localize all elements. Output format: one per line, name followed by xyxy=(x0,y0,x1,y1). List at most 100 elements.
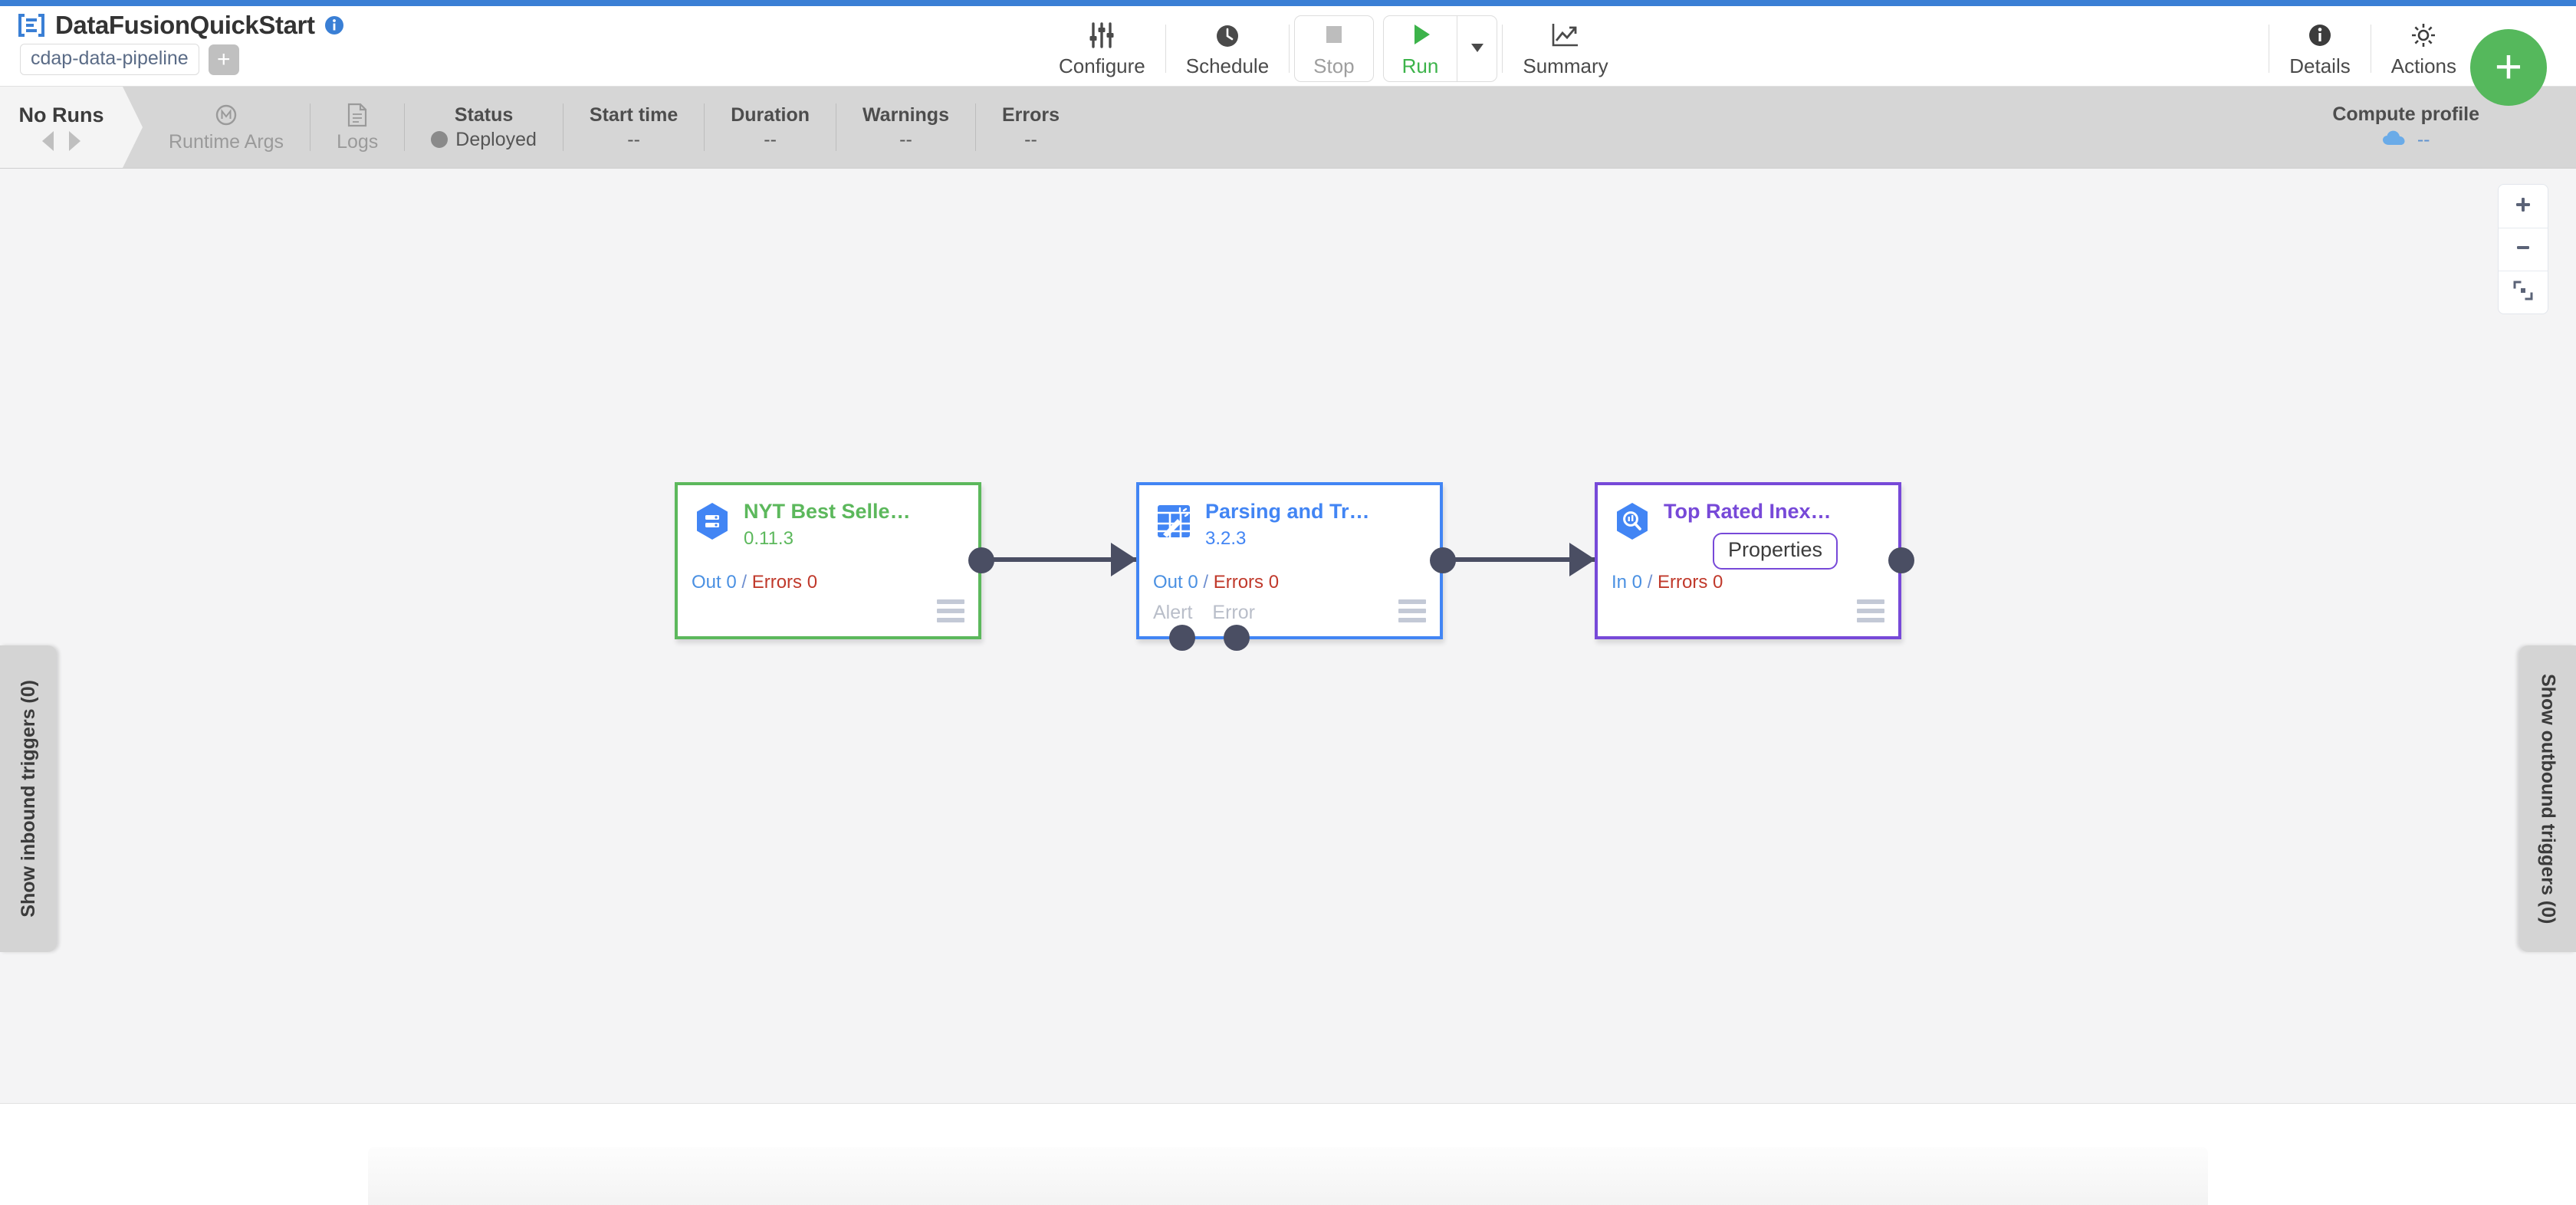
runtime-args-icon xyxy=(213,101,239,129)
status-dot-icon xyxy=(431,131,449,148)
runtime-args-button[interactable]: Runtime Args xyxy=(143,87,310,168)
add-node-fab[interactable]: + xyxy=(2470,29,2547,106)
run-dropdown-button[interactable] xyxy=(1457,16,1497,81)
info-circle-icon xyxy=(2305,19,2334,50)
node-output-endpoint[interactable] xyxy=(1430,547,1456,573)
pipeline-node-parsing-and-transform[interactable]: Parsing and Tr… 3.2.3 Out 0 / Errors 0 A… xyxy=(1136,482,1456,651)
node-port-labels: Alert Error xyxy=(1153,602,1255,624)
runtime-args-label: Runtime Args xyxy=(169,131,284,153)
page-title: DataFusionQuickStart xyxy=(55,11,315,39)
node-output-endpoint[interactable] xyxy=(1888,547,1914,573)
status-metric-duration: Duration -- xyxy=(705,87,836,168)
footer-area xyxy=(0,1105,2576,1205)
gear-icon xyxy=(2409,19,2438,50)
runs-count-label: No Runs xyxy=(18,103,104,126)
properties-tooltip[interactable]: Properties xyxy=(1713,533,1838,570)
start-time-value: -- xyxy=(627,128,640,150)
status-header: Status xyxy=(454,103,514,126)
logs-button[interactable]: Logs xyxy=(310,87,404,168)
chevron-down-icon xyxy=(1467,37,1487,61)
node-title: NYT Best Selle… xyxy=(744,500,911,523)
schedule-button[interactable]: Schedule xyxy=(1166,12,1289,85)
summary-label: Summary xyxy=(1523,54,1608,77)
outbound-triggers-label: Show outbound triggers (0) xyxy=(2537,673,2559,924)
node-error-endpoint[interactable] xyxy=(1224,625,1250,651)
node-port-error-label: Error xyxy=(1212,602,1255,623)
node-port-alert-label: Alert xyxy=(1153,602,1193,623)
actions-button[interactable]: Actions xyxy=(2371,12,2476,85)
caret-left-icon[interactable] xyxy=(42,131,54,151)
status-metric-status: Status Deployed xyxy=(405,87,563,168)
stop-button[interactable]: Stop xyxy=(1295,16,1373,81)
pipeline-node-top-rated-inexpensive[interactable]: Top Rated Inex… Properties In 0 / Errors… xyxy=(1595,482,1914,639)
node-menu-button[interactable] xyxy=(937,599,964,622)
caret-right-icon[interactable] xyxy=(69,131,80,151)
duration-value: -- xyxy=(764,128,777,150)
status-divider xyxy=(974,103,976,151)
errors-value: -- xyxy=(1024,128,1037,150)
pipeline-node-nyt-best-sellers[interactable]: NYT Best Selle… 0.11.3 Out 0 / Errors 0 xyxy=(675,482,994,639)
node-output-endpoint[interactable] xyxy=(968,547,994,573)
inbound-triggers-tab[interactable]: Show inbound triggers (0) xyxy=(0,645,57,952)
errors-header: Errors xyxy=(1001,103,1060,126)
start-time-header: Start time xyxy=(589,103,678,126)
node-title: Parsing and Tr… xyxy=(1205,500,1370,523)
sliders-icon xyxy=(1087,19,1116,50)
status-divider xyxy=(404,103,406,151)
status-metric-errors: Errors -- xyxy=(976,87,1086,168)
cdap-logo-icon xyxy=(17,12,46,38)
plus-icon xyxy=(2513,195,2533,218)
stop-square-icon xyxy=(1319,19,1349,50)
run-label: Run xyxy=(1401,54,1439,77)
summary-button[interactable]: Summary xyxy=(1503,12,1628,85)
outbound-triggers-tab[interactable]: Show outbound triggers (0) xyxy=(2519,645,2576,952)
runs-navigator: No Runs xyxy=(0,87,143,168)
node-out-count: Out 0 xyxy=(1153,572,1198,593)
toolbar-divider xyxy=(1165,25,1166,73)
top-accent-strip xyxy=(0,0,2576,6)
node-version: 0.11.3 xyxy=(744,527,794,549)
pipeline-identity: DataFusionQuickStart cdap-data-pipeline … xyxy=(17,11,344,75)
compute-profile[interactable]: Compute profile -- xyxy=(2332,87,2479,168)
header-right-actions: Details Actions xyxy=(2269,12,2476,85)
compute-profile-header: Compute profile xyxy=(2332,103,2479,125)
fit-to-screen-button[interactable] xyxy=(2499,271,2548,314)
zoom-controls xyxy=(2498,184,2548,314)
node-menu-button[interactable] xyxy=(1857,599,1884,622)
inbound-triggers-label: Show inbound triggers (0) xyxy=(17,680,39,918)
zoom-out-button[interactable] xyxy=(2499,228,2548,271)
node-version: 3.2.3 xyxy=(1205,527,1247,549)
actions-label: Actions xyxy=(2390,54,2456,77)
configure-button[interactable]: Configure xyxy=(1039,12,1165,85)
node-in-count: In 0 xyxy=(1612,572,1643,593)
artifact-type-chip[interactable]: cdap-data-pipeline xyxy=(20,44,199,75)
pipeline-canvas[interactable]: Show inbound triggers (0) Show outbound … xyxy=(0,169,2576,1104)
info-icon[interactable] xyxy=(324,15,344,35)
add-tag-button[interactable]: + xyxy=(208,44,239,75)
status-value: Deployed xyxy=(455,128,537,150)
line-chart-icon xyxy=(1550,19,1581,50)
minus-icon xyxy=(2513,238,2533,261)
document-icon xyxy=(346,101,369,129)
zoom-in-button[interactable] xyxy=(2499,185,2548,228)
header-toolbar: Configure Schedule xyxy=(1039,12,1628,85)
details-label: Details xyxy=(2289,54,2351,77)
node-metric-sep: / xyxy=(736,572,752,593)
node-menu-button[interactable] xyxy=(1398,599,1426,622)
toolbar-divider xyxy=(1289,25,1290,73)
schedule-label: Schedule xyxy=(1185,54,1270,77)
node-title: Top Rated Inex… xyxy=(1664,500,1832,523)
status-metrics-group: Runtime Args Logs xyxy=(143,87,1086,168)
connector-line-2 xyxy=(1447,557,1595,562)
configure-label: Configure xyxy=(1059,54,1145,77)
details-button[interactable]: Details xyxy=(2269,12,2370,85)
run-button[interactable]: Run xyxy=(1384,16,1457,81)
node-alert-endpoint[interactable] xyxy=(1169,625,1195,651)
warnings-header: Warnings xyxy=(863,103,949,126)
connector-line-1 xyxy=(989,557,1136,562)
bottom-panel xyxy=(368,1147,2208,1205)
status-metric-start-time: Start time -- xyxy=(564,87,704,168)
node-errors-count: Errors 0 xyxy=(1658,572,1723,593)
node-metric-sep: / xyxy=(1642,572,1658,593)
node-out-count: Out 0 xyxy=(692,572,737,593)
